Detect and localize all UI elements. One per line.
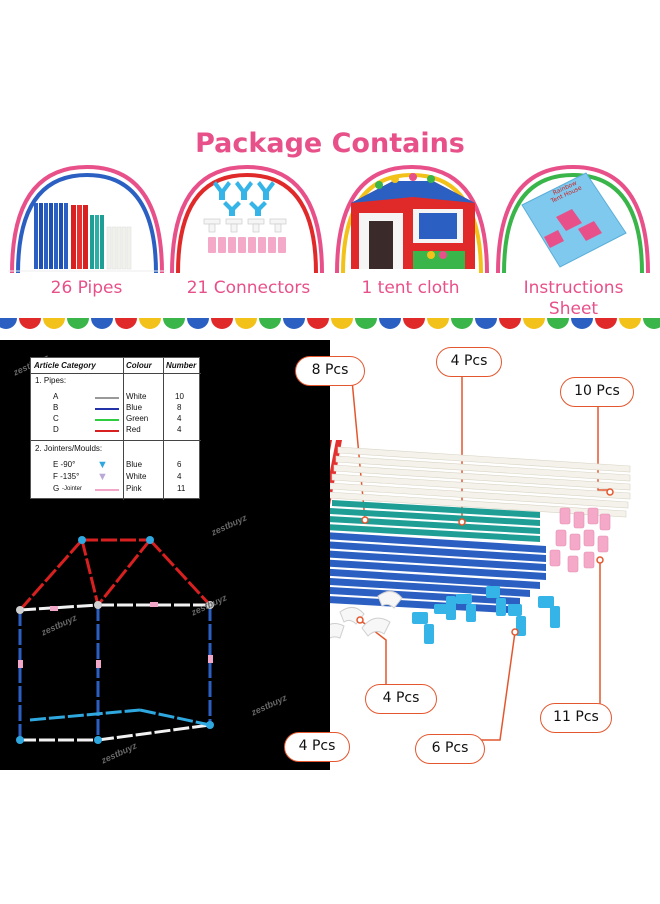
table-row: D Red 4 (53, 425, 182, 434)
header-number: Number (166, 361, 197, 370)
white-joint-icon: ▼ (97, 471, 108, 483)
white-pipe-swatch (95, 397, 119, 399)
header-category: Article Category (34, 361, 96, 370)
green-pipe-swatch (95, 419, 119, 421)
table-row: B Blue 8 (53, 403, 182, 412)
blue-pipe-swatch (95, 408, 119, 410)
instructions-panel: Rainbow Tent House (494, 163, 652, 273)
callout-white: 10 Pcs (560, 377, 634, 407)
table-row: E -90° ▼ Blue 6 (53, 459, 182, 471)
components-illustration (330, 372, 631, 741)
connectors-label: 21 Connectors (186, 278, 311, 298)
callout-red-bottom: 4 Pcs (284, 732, 350, 762)
pipes-panel (8, 163, 166, 273)
instructions-label: Instructions Sheet (523, 278, 624, 319)
callout-red-top: 8 Pcs (295, 356, 365, 386)
tent-cloth-panel (333, 163, 491, 273)
callout-pink-joint: 11 Pcs (540, 703, 612, 733)
callout-blue-joint: 6 Pcs (415, 734, 485, 764)
table-row: F -135° ▼ White 4 (53, 471, 182, 483)
pipes-label: 26 Pipes (50, 278, 123, 298)
pink-joint-swatch (95, 489, 119, 491)
connectors-panel (168, 163, 326, 273)
section-pipes: 1. Pipes: (35, 376, 67, 385)
section-jointers: 2. Jointers/Moulds: (35, 444, 103, 453)
red-pipe-swatch (95, 430, 119, 432)
parts-table: Article Category Colour Number 1. Pipes:… (30, 357, 201, 500)
header-colour: Colour (126, 361, 152, 370)
blue-joint-icon: ▼ (97, 459, 108, 471)
table-row: G -Jointer Pink 11 (53, 484, 186, 493)
page-title: Package Contains (195, 128, 465, 159)
callout-green: 4 Pcs (436, 347, 502, 377)
dot-border (0, 318, 660, 329)
table-row: C Green 4 (53, 414, 182, 423)
table-row: A White 10 (53, 392, 184, 401)
callout-white-joint: 4 Pcs (365, 684, 437, 714)
tent-cloth-label: 1 tent cloth (361, 278, 460, 298)
